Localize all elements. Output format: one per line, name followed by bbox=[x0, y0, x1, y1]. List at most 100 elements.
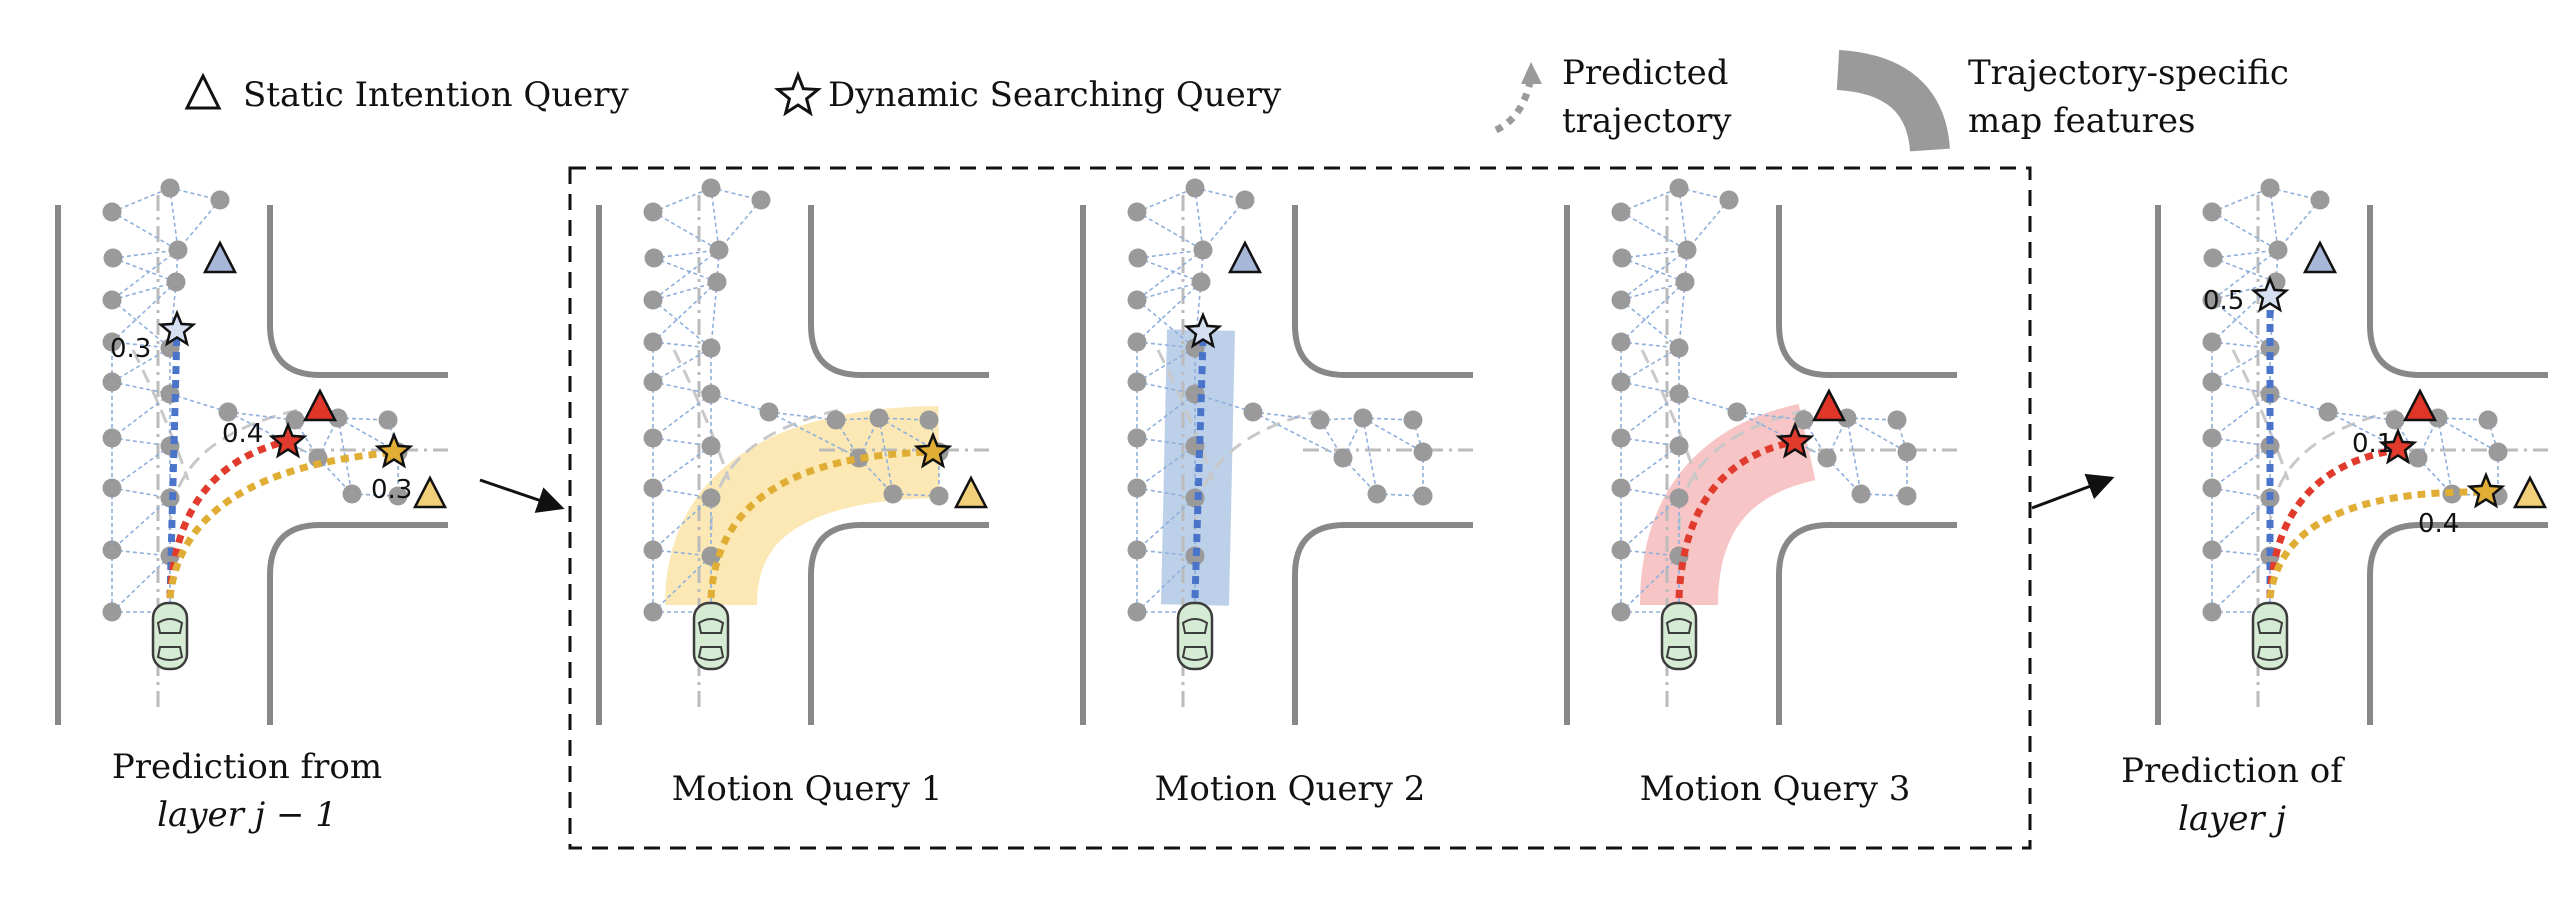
map-node bbox=[701, 488, 721, 508]
graph-edge bbox=[652, 381, 712, 395]
map-node bbox=[1611, 202, 1631, 222]
right-blue-prob: 0.5 bbox=[2203, 286, 2245, 316]
lane-curve bbox=[2268, 408, 2399, 531]
star-icon bbox=[774, 70, 822, 117]
map-node bbox=[1669, 436, 1689, 456]
graph-edge bbox=[1620, 497, 1680, 551]
map-node bbox=[388, 486, 408, 506]
map-node bbox=[102, 602, 122, 622]
road-edge-bottom bbox=[808, 522, 989, 725]
lane-curve bbox=[1677, 408, 1808, 531]
map-node bbox=[701, 546, 721, 566]
map-node bbox=[2260, 338, 2280, 358]
searching-query-star bbox=[2466, 471, 2506, 509]
map-node bbox=[1897, 442, 1917, 462]
graph-edge bbox=[710, 281, 718, 349]
graph-edge bbox=[111, 299, 171, 349]
map-node bbox=[701, 178, 721, 198]
ego-car bbox=[692, 601, 730, 671]
predicted-trajectory bbox=[166, 438, 285, 599]
left-yellow-prob: 0.3 bbox=[371, 475, 413, 505]
predicted-trajectory bbox=[1675, 438, 1794, 599]
left-blue-prob: 0.3 bbox=[110, 334, 152, 364]
map-node bbox=[2268, 240, 2288, 260]
map-node bbox=[1413, 442, 1433, 462]
map-node bbox=[2478, 410, 2498, 430]
graph-edge bbox=[1678, 393, 1738, 413]
graph-edge bbox=[1620, 445, 1680, 489]
graph-edge bbox=[1136, 341, 1196, 349]
graph-edge bbox=[652, 549, 712, 557]
map-node bbox=[759, 402, 779, 422]
map-node bbox=[2310, 190, 2330, 210]
map-node bbox=[1611, 372, 1631, 392]
graph-edge bbox=[1686, 199, 1730, 251]
graph-edge bbox=[227, 411, 319, 459]
map-node bbox=[1127, 290, 1147, 310]
graph-edge bbox=[716, 249, 720, 283]
graph-edge bbox=[111, 487, 171, 499]
motion-query-1-caption: Motion Query 1 bbox=[671, 769, 943, 809]
right-yellow-prob: 0.4 bbox=[2418, 509, 2460, 539]
map-feature-band-icon bbox=[1836, 50, 1950, 153]
graph-edge bbox=[1620, 299, 1680, 349]
graph-edge bbox=[2211, 549, 2271, 557]
graph-edge bbox=[652, 187, 712, 213]
map-node bbox=[1403, 410, 1423, 430]
map-node bbox=[1243, 402, 1263, 422]
graph-edge bbox=[1846, 417, 1862, 495]
map-node bbox=[2428, 408, 2448, 428]
road-edge-top bbox=[1292, 205, 1473, 378]
graph-edge bbox=[1136, 445, 1196, 489]
road-edge-bottom bbox=[1292, 522, 1473, 725]
lane-curve bbox=[168, 408, 299, 531]
map-node bbox=[1127, 202, 1147, 222]
predicted-trajectory bbox=[2266, 446, 2397, 599]
right-panel-scene bbox=[2155, 178, 2548, 725]
map-node bbox=[1367, 484, 1387, 504]
graph-edge bbox=[710, 187, 720, 251]
predicted-trajectory-icon bbox=[1494, 62, 1542, 134]
map-node bbox=[929, 486, 949, 506]
graph-edge bbox=[111, 437, 171, 447]
map-node bbox=[102, 478, 122, 498]
intention-query-triangle bbox=[2302, 240, 2338, 274]
road-edge-bottom bbox=[2367, 522, 2548, 725]
motion-query-1-scene bbox=[596, 178, 989, 725]
graph-edge bbox=[1362, 417, 1424, 453]
graph-edge bbox=[1620, 187, 1680, 213]
graph-edge bbox=[2211, 381, 2271, 395]
graph-edge bbox=[1620, 549, 1680, 557]
lane-curve bbox=[1156, 349, 1215, 481]
legend-predicted-label-2: trajectory bbox=[1562, 101, 1732, 141]
motion-query-3-scene bbox=[1564, 178, 1957, 725]
graph-edge bbox=[2211, 187, 2271, 213]
lane-curve bbox=[1193, 408, 1324, 531]
graph-edge bbox=[111, 347, 171, 383]
graph-edge bbox=[169, 393, 229, 413]
map-node bbox=[643, 372, 663, 392]
map-node bbox=[102, 540, 122, 560]
left-red-prob: 0.4 bbox=[222, 419, 264, 449]
graph-edge bbox=[111, 341, 171, 349]
graph-edge bbox=[1620, 437, 1680, 447]
legend-dynamic-query-label: Dynamic Searching Query bbox=[828, 75, 1282, 115]
lane-curve bbox=[2231, 349, 2290, 481]
map-node bbox=[1669, 178, 1689, 198]
map-node bbox=[103, 248, 123, 268]
graph-edge bbox=[718, 199, 762, 251]
map-node bbox=[709, 240, 729, 260]
graph-edge bbox=[2437, 417, 2453, 495]
map-node bbox=[1817, 448, 1837, 468]
graph-edge bbox=[768, 411, 837, 421]
graph-edge bbox=[1136, 281, 1202, 301]
graph-edge bbox=[1678, 187, 1688, 251]
map-node bbox=[643, 540, 663, 560]
map-node bbox=[2203, 248, 2223, 268]
map-node bbox=[1611, 540, 1631, 560]
motion-query-2-caption: Motion Query 2 bbox=[1154, 769, 1426, 809]
graph-edge bbox=[1136, 393, 1196, 439]
map-node bbox=[1310, 410, 1330, 430]
map-node bbox=[1127, 602, 1147, 622]
graph-edge bbox=[2487, 419, 2499, 453]
